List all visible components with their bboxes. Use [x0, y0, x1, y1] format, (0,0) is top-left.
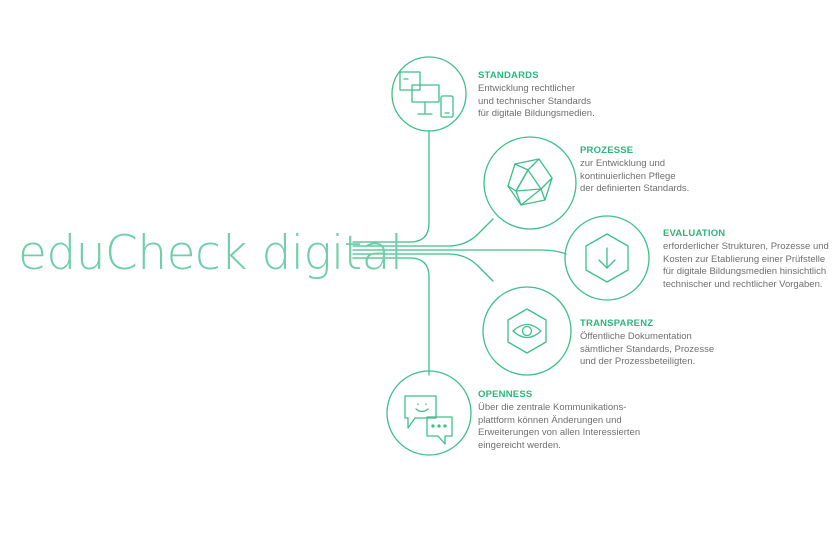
node-transparenz: [482, 286, 572, 376]
item-transparenz: TRANSPARENZ Öffentliche Dokumentation sä…: [580, 318, 714, 369]
polyhedron-icon: [507, 158, 553, 206]
item-description: Über die zentrale Kommunikations- plattf…: [478, 402, 640, 452]
item-standards: STANDARDS Entwicklung rechtlicher und te…: [478, 70, 595, 121]
item-description: Öffentliche Dokumentation sämtlicher Sta…: [580, 331, 714, 368]
description-line: zur Entwicklung und: [580, 158, 666, 170]
description-line: plattform können Änderungen und: [478, 414, 622, 426]
item-heading: OPENNESS: [478, 389, 533, 400]
item-heading: EVALUATION: [663, 228, 726, 239]
description-line: Über die zentrale Kommunikations-: [478, 402, 627, 414]
description-line: und technischer Standards: [478, 95, 592, 107]
node-standards: [391, 56, 467, 132]
hexagon-download-icon: [585, 233, 629, 283]
description-line: sämtlicher Standards, Prozesse: [580, 343, 715, 355]
item-heading: PROZESSE: [580, 145, 634, 156]
description-line: eingereicht werden.: [478, 439, 561, 451]
description-line: Öffentliche Dokumentation: [580, 331, 692, 343]
item-description: erforderlicher Strukturen, Prozesse und …: [663, 241, 829, 291]
item-description: Entwicklung rechtlicher und technischer …: [478, 83, 595, 120]
item-heading: TRANSPARENZ: [580, 318, 654, 329]
description-line: für digitale Bildungsmedien hinsichtlich: [663, 266, 827, 278]
item-evaluation: EVALUATION erforderlicher Strukturen, Pr…: [663, 228, 829, 291]
node-prozesse: [483, 136, 577, 230]
description-line: Entwicklung rechtlicher: [478, 83, 576, 95]
description-line: technischer und rechtlicher Vorgaben.: [663, 278, 823, 290]
description-line: für digitale Bildungsmedien.: [478, 108, 595, 120]
page-title: eduCheck digital: [18, 226, 403, 281]
description-line: Erweiterungen von allen Interessierten: [478, 427, 641, 439]
item-openness: OPENNESS Über die zentrale Kommunikation…: [478, 389, 640, 452]
description-line: erforderlicher Strukturen, Prozesse und: [663, 241, 829, 253]
node-evaluation: [564, 215, 650, 301]
hexagon-eye-icon: [507, 308, 547, 354]
description-line: Kosten zur Etablierung einer Prüfstelle: [663, 253, 826, 265]
devices-icon: [399, 71, 454, 118]
description-line: der definierten Standards.: [580, 183, 690, 195]
chat-bubbles-icon: [404, 395, 453, 445]
item-description: zur Entwicklung und kontinuierlichen Pfl…: [580, 158, 689, 195]
description-line: und der Prozessbeteiligten.: [580, 356, 696, 368]
connector-lines: [352, 130, 567, 376]
item-prozesse: PROZESSE zur Entwicklung und kontinuierl…: [580, 145, 689, 196]
description-line: kontinuierlichen Pflege: [580, 170, 676, 182]
item-heading: STANDARDS: [478, 70, 539, 81]
node-openness: [386, 370, 472, 456]
